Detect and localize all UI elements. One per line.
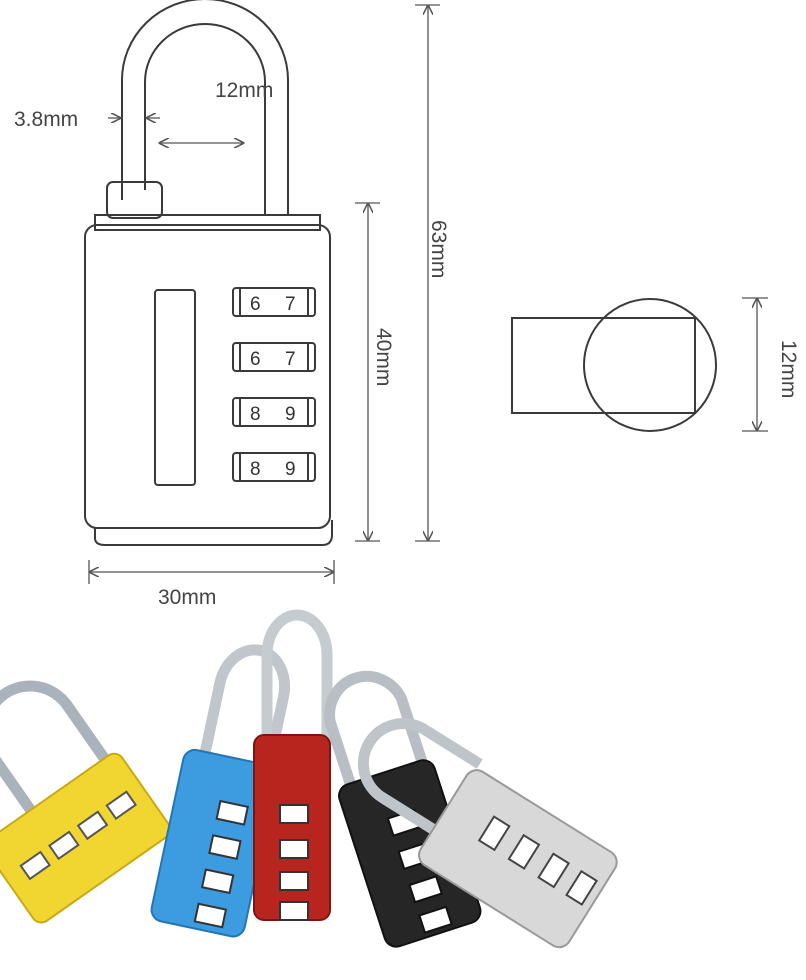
dial-4-right: 9	[285, 459, 296, 480]
dial-4-left: 8	[250, 459, 261, 480]
label-63mm: 63mm	[427, 220, 450, 278]
label-12mm-depth: 12mm	[777, 340, 800, 398]
dial-3-left: 8	[250, 404, 261, 425]
label-12mm: 12mm	[215, 79, 273, 102]
product-photo-padlocks	[0, 609, 618, 949]
padlock-yellow	[0, 680, 172, 924]
dial-2-left: 6	[250, 349, 261, 370]
label-30mm: 30mm	[158, 586, 216, 609]
padlock-side-view	[511, 298, 717, 432]
shackle-collar	[106, 181, 163, 219]
label-3-8mm: 3.8mm	[14, 108, 78, 131]
dial-1-right: 7	[285, 294, 296, 315]
dial-2-right: 7	[285, 349, 296, 370]
label-40mm: 40mm	[372, 328, 395, 386]
padlock-silver	[357, 718, 618, 949]
dimension-body-height: 40mm	[355, 202, 395, 542]
shackle	[121, 0, 289, 215]
dimension-shackle-width: 12mm	[160, 79, 273, 143]
lock-body	[84, 224, 331, 529]
padlock-front-view: 6 7 6 7 8 9 8 9	[84, 0, 333, 546]
body-slot	[154, 289, 196, 486]
dial-1-left: 6	[250, 294, 261, 315]
padlock-red	[253, 609, 333, 921]
dial-windows: 6 7 6 7 8 9 8 9	[232, 287, 316, 482]
dial-3-right: 9	[285, 404, 296, 425]
padlock-black	[324, 670, 482, 948]
dimension-shackle-thickness: 3.8mm	[14, 108, 160, 131]
dimension-body-width: 30mm	[88, 560, 335, 609]
dimension-body-depth: 12mm	[742, 297, 800, 432]
dimension-total-height: 63mm	[415, 4, 450, 542]
padlock-blue	[150, 644, 291, 938]
